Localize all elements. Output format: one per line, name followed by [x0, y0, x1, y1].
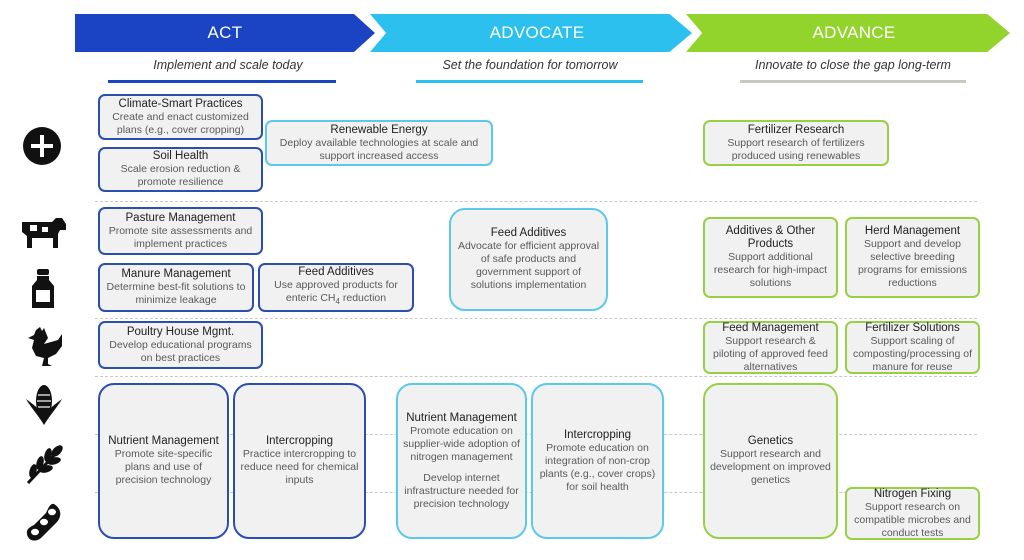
box-description: Promote education on integration of non-…	[539, 441, 656, 493]
phase-arrow-advance: ADVANCE	[686, 14, 1010, 52]
box-manure-management: Manure Management Determine best-fit sol…	[98, 263, 254, 312]
box-description: Scale erosion reduction & promote resili…	[120, 163, 241, 188]
subtitle-underline-act	[108, 80, 336, 83]
box-description: Determine best-fit solutions to minimize…	[106, 281, 246, 306]
box-fertilizer-solutions: Fertilizer Solutions Support scaling of …	[845, 321, 980, 374]
box-title: Feed Additives	[490, 227, 567, 239]
box-soil-health: Soil Health Scale erosion reduction & pr…	[98, 147, 263, 192]
box-feed-additives-act: Feed Additives Use approved products for…	[258, 263, 414, 312]
box-description: Deploy available technologies at scale a…	[279, 136, 479, 162]
phase-arrow-advocate: ADVOCATE	[370, 14, 692, 52]
box-nutrient-management-act: Nutrient Management Promote site-specifi…	[98, 383, 229, 539]
box-additives-other-products: Additives & Other Products Support addit…	[703, 217, 838, 298]
box-description: Support research & piloting of approved …	[712, 334, 828, 373]
box-title: Fertilizer Research	[747, 123, 845, 136]
phase-arrow-act: ACT	[75, 14, 375, 52]
subtitle-underline-advance	[740, 80, 966, 83]
subtitle-underline-advocate	[416, 80, 643, 83]
box-title: Feed Additives	[298, 266, 374, 279]
row-divider	[95, 318, 977, 319]
box-description: Practice intercropping to reduce need fo…	[240, 448, 359, 486]
box-title: Fertilizer Solutions	[865, 321, 960, 334]
box-title: Poultry House Mgmt.	[126, 325, 235, 338]
box-feed-additives-advocate: Feed Additives Advocate for efficient ap…	[449, 208, 608, 311]
box-description: Promote education on supplier-wide adopt…	[403, 424, 520, 463]
phase-subtitle-advance: Innovate to close the gap long-term	[755, 58, 951, 72]
box-fertilizer-research: Fertilizer Research Support research of …	[703, 120, 889, 166]
phase-subtitle-act: Implement and scale today	[153, 58, 303, 72]
box-nutrient-management-advocate: Nutrient Management Promote education on…	[396, 383, 527, 539]
box-description: Develop educational programs on best pra…	[109, 338, 252, 364]
box-title: Pasture Management	[125, 211, 236, 224]
box-description: Support research on compatible microbes …	[854, 500, 971, 539]
wheat-icon	[26, 445, 63, 485]
box-description: Promote site assessments and implement p…	[108, 224, 253, 250]
box-description-secondary: Develop internet infrastructure needed f…	[404, 471, 519, 510]
box-title: Soil Health	[152, 150, 209, 162]
box-title: Feed Management	[722, 321, 819, 334]
box-description: Advocate for efficient approval of safe …	[457, 240, 600, 291]
box-climate-smart-practices: Climate-Smart Practices Create and enact…	[98, 94, 263, 140]
box-intercropping-act: Intercropping Practice intercropping to …	[233, 383, 366, 539]
box-feed-management: Feed Management Support research & pilot…	[703, 321, 838, 374]
box-description-text: Use approved products for enteric CH	[274, 279, 398, 305]
box-title: Genetics	[747, 435, 794, 447]
box-description: Create and enact customized plans (e.g.,…	[112, 110, 249, 136]
box-description: Support research and development on impr…	[710, 448, 831, 486]
box-description: Support research of fertilizers produced…	[727, 136, 865, 162]
box-description: Promote site-specific plans and use of p…	[114, 448, 213, 486]
box-genetics: Genetics Support research and developmen…	[703, 383, 838, 539]
box-title: Manure Management	[121, 268, 231, 280]
chicken-icon	[28, 327, 62, 366]
row-divider	[95, 376, 977, 377]
box-poultry-house-mgmt: Poultry House Mgmt. Develop educational …	[98, 321, 263, 369]
phase-subtitle-advocate: Set the foundation for tomorrow	[442, 58, 618, 72]
box-pasture-management: Pasture Management Promote site assessme…	[98, 207, 263, 255]
box-nitrogen-fixing: Nitrogen Fixing Support research on comp…	[845, 487, 980, 540]
milk-bottle-icon	[32, 269, 54, 308]
box-title: Nutrient Management	[406, 411, 517, 424]
box-description: Support scaling of composting/processing…	[852, 334, 973, 373]
plus-icon	[23, 127, 61, 165]
box-description-subscript: 4	[335, 297, 340, 307]
phase-label: ACT	[207, 23, 243, 42]
box-herd-management: Herd Management Support and develop sele…	[845, 217, 980, 298]
box-description-tail: reduction	[339, 292, 387, 305]
box-title: Intercropping	[265, 435, 334, 447]
soybean-icon	[26, 503, 61, 541]
corn-icon	[26, 385, 62, 425]
box-description: Support additional research for high-imp…	[713, 251, 828, 289]
box-title: Climate-Smart Practices	[118, 97, 243, 110]
box-description: Use approved products for enteric CH4 re…	[264, 279, 408, 308]
row-divider	[95, 201, 977, 202]
box-description: Support and develop selective breeding p…	[857, 238, 968, 289]
cow-icon	[22, 218, 66, 248]
box-title: Herd Management	[864, 225, 961, 237]
phase-label: ADVOCATE	[489, 23, 585, 42]
box-renewable-energy: Renewable Energy Deploy available techno…	[265, 120, 493, 166]
box-title: Additives & Other Products	[725, 225, 816, 250]
box-intercropping-advocate: Intercropping Promote education on integ…	[531, 383, 664, 539]
box-title: Nutrient Management	[108, 435, 219, 447]
box-title: Intercropping	[563, 428, 632, 441]
box-title: Nitrogen Fixing	[873, 487, 952, 500]
phase-label: ADVANCE	[812, 23, 896, 42]
box-title: Renewable Energy	[330, 123, 428, 136]
